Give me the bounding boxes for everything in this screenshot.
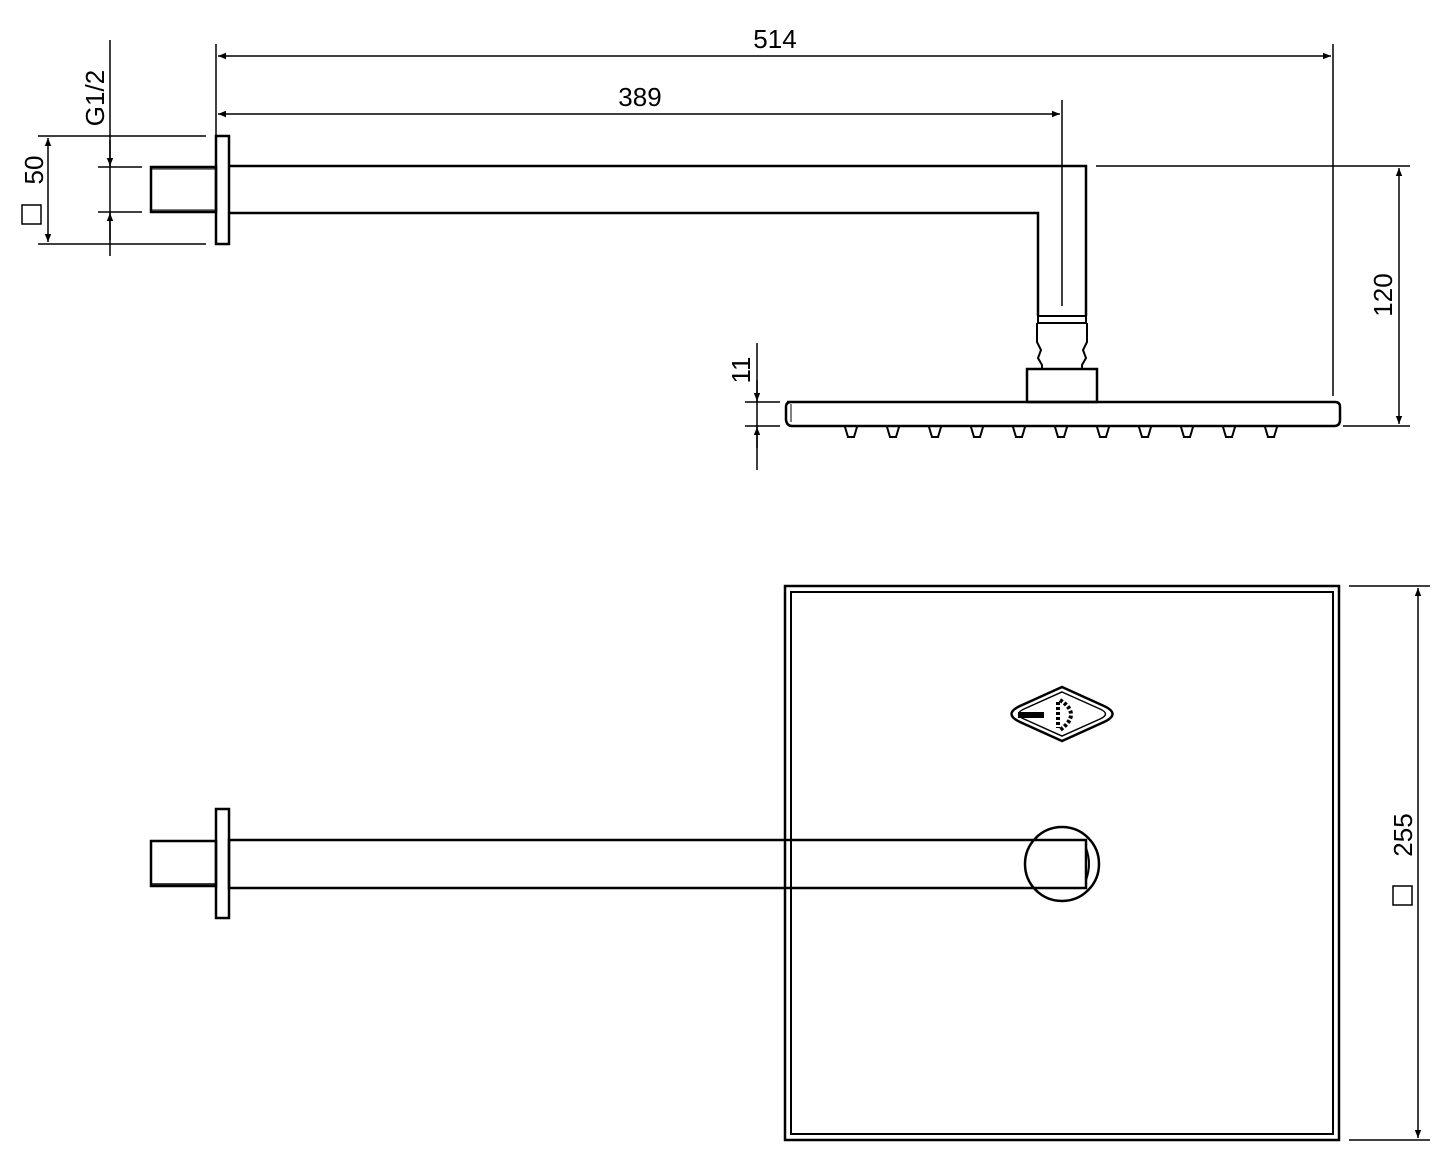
shower-arm-top: [227, 838, 1088, 890]
swivel-joint: [1036, 323, 1088, 369]
shower-arm: [229, 164, 1088, 316]
dim-label-11: 11: [726, 357, 756, 384]
wall-flange-top: [214, 807, 231, 920]
nozzles: [844, 426, 1278, 438]
dim-label-514: 514: [753, 24, 796, 54]
dim-label-389: 389: [618, 82, 661, 112]
wall-flange: [214, 134, 231, 246]
dim-label-50: 50: [19, 156, 49, 185]
swivel-ring-top: [1023, 825, 1101, 903]
head-mount-block: [1025, 367, 1099, 404]
dimension-120: 120: [1096, 165, 1410, 427]
dimension-11: 11: [726, 343, 780, 470]
dimension-flange-50: 50: [19, 135, 206, 245]
dimension-thread: G1/2: [80, 40, 142, 256]
thread-connector: [149, 165, 218, 214]
square-symbol-icon: [1392, 885, 1413, 906]
shower-head-side: [784, 400, 1342, 428]
dimension-514: 514: [215, 24, 1334, 396]
shower-head-top: [783, 584, 1341, 1142]
dimension-255: 255: [1349, 585, 1430, 1141]
square-symbol-icon: [21, 204, 42, 225]
dim-label-thread: G1/2: [80, 70, 110, 126]
brand-logo-icon: [1010, 685, 1114, 743]
top-plan-view: 255: [149, 584, 1430, 1142]
dim-label-120: 120: [1368, 273, 1398, 316]
side-elevation-view: 514 389 G1/2 50 12: [19, 24, 1410, 470]
thread-connector-top: [149, 839, 218, 888]
dim-label-255: 255: [1388, 813, 1418, 856]
dimension-389: 389: [218, 82, 1063, 306]
